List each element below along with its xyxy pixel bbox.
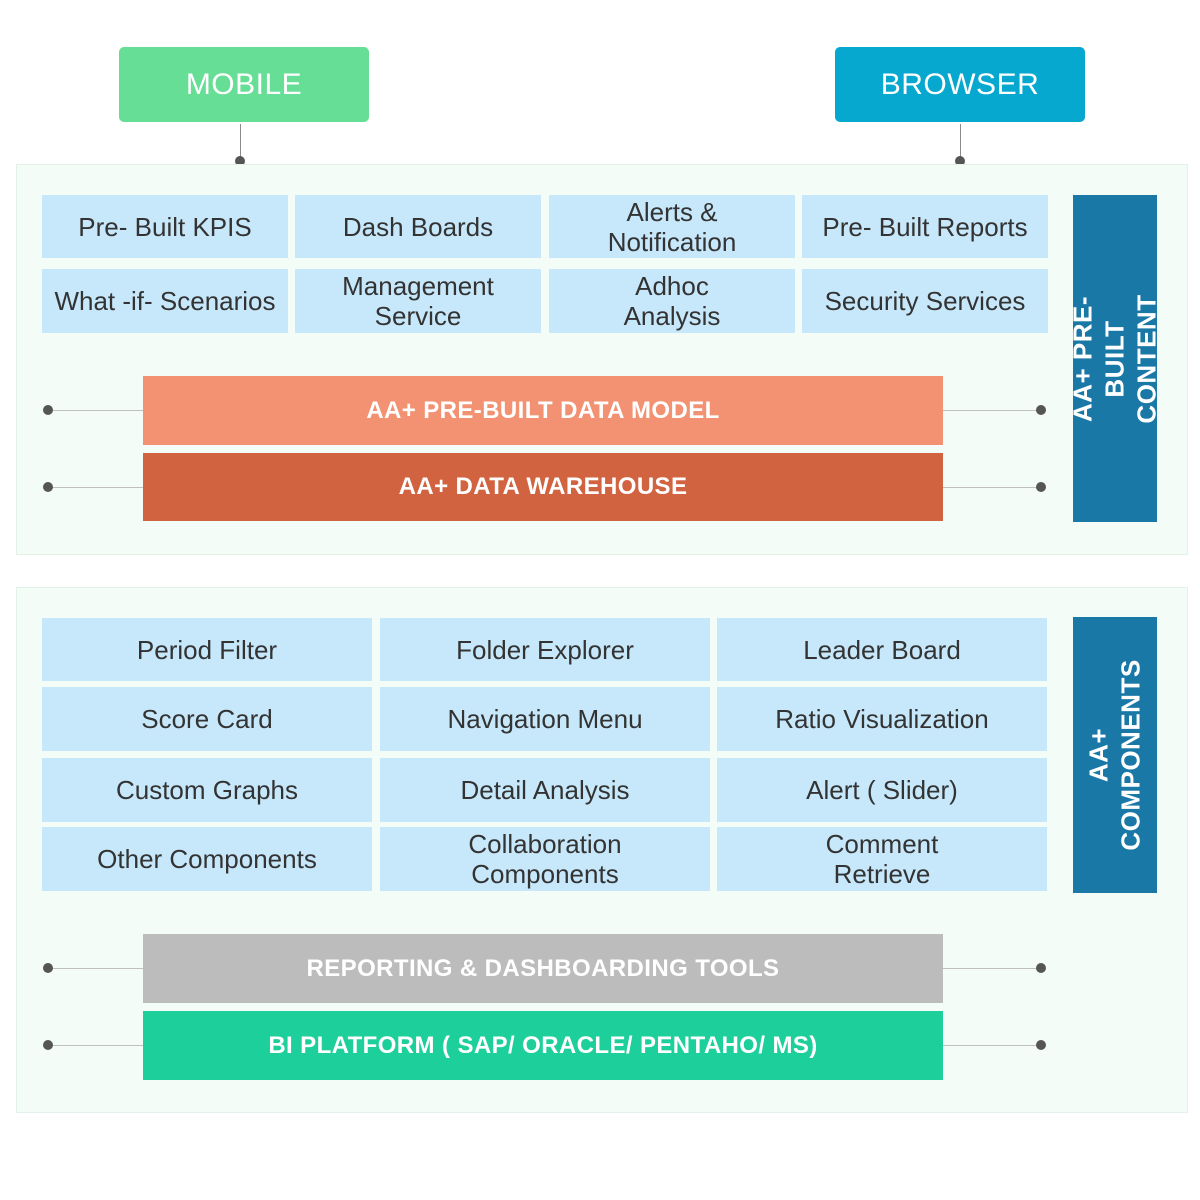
bi-platform-dot-left	[43, 1040, 53, 1050]
reporting-line-right	[943, 968, 1041, 969]
mobile-connector	[240, 124, 241, 160]
prebuilt-content-side-label: AA+ PRE-BUILT CONTENT	[1068, 195, 1162, 522]
cell-dash-boards: Dash Boards	[295, 195, 541, 258]
data-warehouse-bar: AA+ DATA WAREHOUSE	[143, 453, 943, 521]
cell-leader-board: Leader Board	[717, 618, 1047, 681]
browser-connector-dot	[955, 156, 965, 166]
cell-what-if-scenarios: What -if- Scenarios	[42, 269, 288, 333]
cell-score-card: Score Card	[42, 687, 372, 751]
cell-prebuilt-reports: Pre- Built Reports	[802, 195, 1048, 258]
components-side-label: AA+ COMPONENTS	[1073, 617, 1157, 893]
cell-management-service: Management Service	[295, 269, 541, 333]
reporting-dot-right	[1036, 963, 1046, 973]
cell-security-services: Security Services	[802, 269, 1048, 333]
cell-ratio-visualization: Ratio Visualization	[717, 687, 1047, 751]
browser-box: BROWSER	[835, 47, 1085, 122]
reporting-tools-bar: REPORTING & DASHBOARDING TOOLS	[143, 934, 943, 1003]
cell-custom-graphs: Custom Graphs	[42, 758, 372, 822]
data-model-dot-right	[1036, 405, 1046, 415]
mobile-box: MOBILE	[119, 47, 369, 122]
browser-connector	[960, 124, 961, 160]
cell-collaboration-components: Collaboration Components	[380, 827, 710, 891]
bi-platform-line-left	[48, 1045, 143, 1046]
cell-alert-slider: Alert ( Slider)	[717, 758, 1047, 822]
reporting-line-left	[48, 968, 143, 969]
data-warehouse-dot-left	[43, 482, 53, 492]
cell-navigation-menu: Navigation Menu	[380, 687, 710, 751]
bi-platform-bar: BI PLATFORM ( SAP/ ORACLE/ PENTAHO/ MS)	[143, 1011, 943, 1080]
cell-prebuilt-kpis: Pre- Built KPIS	[42, 195, 288, 258]
cell-folder-explorer: Folder Explorer	[380, 618, 710, 681]
reporting-dot-left	[43, 963, 53, 973]
cell-period-filter: Period Filter	[42, 618, 372, 681]
components-side-text: AA+ COMPONENTS	[1084, 659, 1146, 851]
data-warehouse-dot-right	[1036, 482, 1046, 492]
data-warehouse-line-right	[943, 487, 1041, 488]
cell-other-components: Other Components	[42, 827, 372, 891]
bi-platform-line-right	[943, 1045, 1041, 1046]
data-model-bar: AA+ PRE-BUILT DATA MODEL	[143, 376, 943, 445]
cell-detail-analysis: Detail Analysis	[380, 758, 710, 822]
data-warehouse-line-left	[48, 487, 143, 488]
mobile-connector-dot	[235, 156, 245, 166]
cell-adhoc-analysis: Adhoc Analysis	[549, 269, 795, 333]
data-model-line-right	[943, 410, 1041, 411]
bi-platform-dot-right	[1036, 1040, 1046, 1050]
prebuilt-content-side-text: AA+ PRE-BUILT CONTENT	[1068, 293, 1163, 424]
data-model-line-left	[48, 410, 143, 411]
cell-comment-retrieve: Comment Retrieve	[717, 827, 1047, 891]
cell-alerts-notification: Alerts & Notification	[549, 195, 795, 258]
data-model-dot-left	[43, 405, 53, 415]
